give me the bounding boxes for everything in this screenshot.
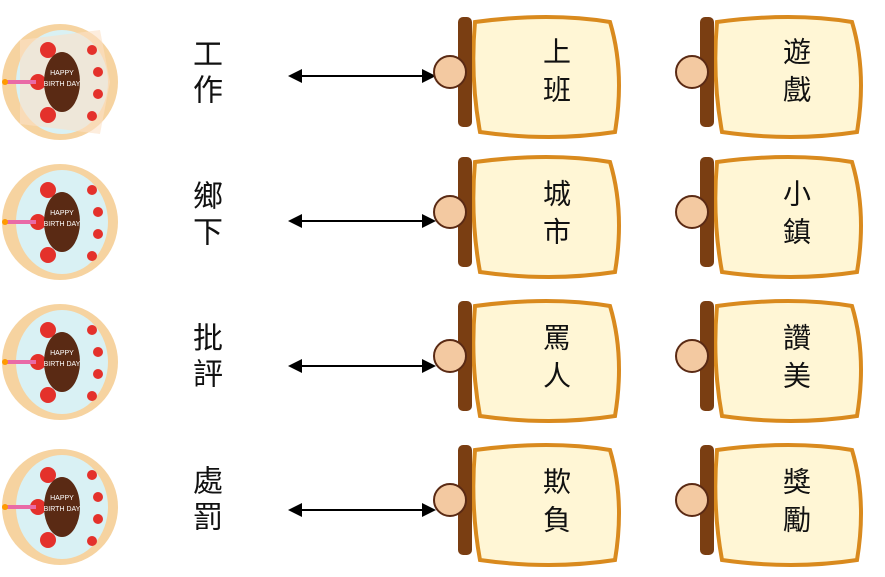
svg-text:HAPPY: HAPPY (50, 350, 74, 357)
word-xiangxia: 鄉下 (187, 180, 222, 252)
word-gongzuo: 工作 (187, 38, 222, 110)
svg-text:BIRTH DAY: BIRTH DAY (44, 221, 81, 228)
scroll-word-jiangli: 獎勵 (779, 467, 812, 543)
double-arrow (288, 359, 436, 373)
scroll-image (672, 440, 872, 570)
scroll-word-shangban: 上班 (539, 37, 572, 113)
scroll-image (430, 12, 630, 142)
word-chufa: 處罰 (187, 465, 222, 537)
svg-text:BIRTH DAY: BIRTH DAY (44, 81, 81, 88)
birthday-cake-image: HAPPY BIRTH DAY (0, 20, 120, 145)
double-arrow (288, 503, 436, 517)
birthday-cake-image: HAPPY BIRTH DAY (0, 160, 120, 285)
word-piping: 批評 (187, 322, 222, 394)
svg-text:HAPPY: HAPPY (50, 70, 74, 77)
scroll-image (672, 12, 872, 142)
birthday-cake-image: HAPPY BIRTH DAY (0, 300, 120, 425)
scroll-image (672, 296, 872, 426)
scroll-word-zanmei: 讚美 (779, 323, 812, 399)
scroll-word-maren: 罵人 (539, 323, 572, 399)
double-arrow (288, 214, 436, 228)
scroll-word-qifu: 欺負 (539, 467, 572, 543)
scroll-image (430, 296, 630, 426)
svg-text:HAPPY: HAPPY (50, 210, 74, 217)
scroll-image (430, 152, 630, 282)
double-arrow (288, 69, 436, 83)
svg-text:BIRTH DAY: BIRTH DAY (44, 361, 81, 368)
scroll-word-xiaozhen: 小鎮 (779, 179, 812, 255)
scroll-image (430, 440, 630, 570)
scroll-word-chengshi: 城市 (539, 179, 572, 255)
scroll-word-youxi: 遊戲 (779, 37, 812, 113)
birthday-cake-image: HAPPY BIRTH DAY (0, 445, 120, 570)
scroll-image (672, 152, 872, 282)
svg-text:HAPPY: HAPPY (50, 495, 74, 502)
svg-text:BIRTH DAY: BIRTH DAY (44, 506, 81, 513)
